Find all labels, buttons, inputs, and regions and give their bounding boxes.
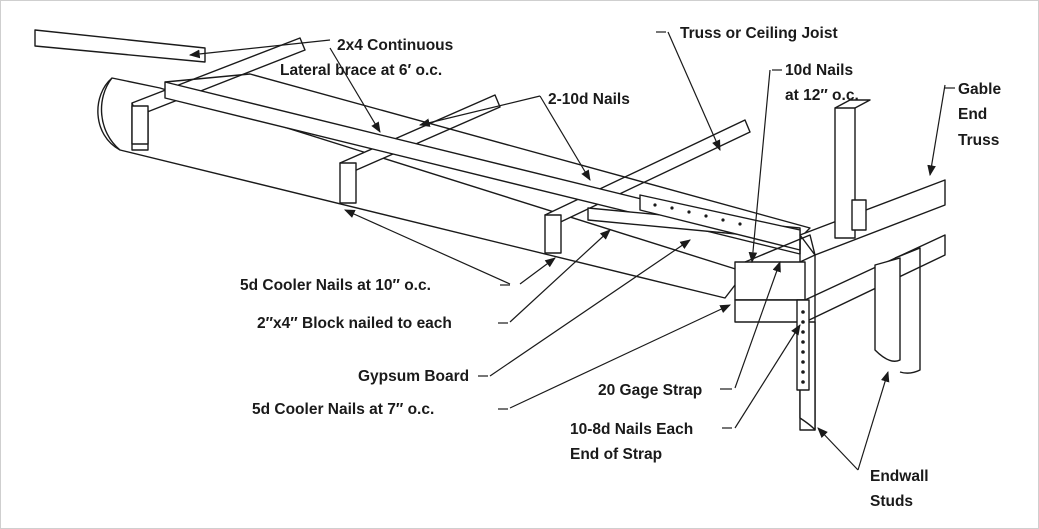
endwall-studs-label-1: Endwall bbox=[870, 468, 929, 485]
top-plate-end bbox=[734, 299, 806, 323]
nails-10d-label-1: 10d Nails bbox=[785, 62, 853, 79]
continuous-brace-label-1: 2x4 Continuous bbox=[337, 37, 453, 54]
joist-end-3 bbox=[544, 214, 562, 254]
gage-strap-label: 20 Gage Strap bbox=[598, 382, 702, 399]
gable-brace-plate bbox=[851, 199, 867, 231]
label-dashes bbox=[478, 31, 955, 429]
cooler-nails-10-label: 5d Cooler Nails at 10″ o.c. bbox=[240, 277, 431, 294]
joist-end-1 bbox=[131, 105, 149, 145]
joist-end-2 bbox=[339, 162, 357, 204]
truss-or-ceiling-joist-label: Truss or Ceiling Joist bbox=[680, 25, 838, 42]
gypsum-board-shape bbox=[97, 77, 746, 299]
gable-end-truss-label-3: Truss bbox=[958, 132, 999, 149]
continuous-brace-label-2: Lateral brace at 6′ o.c. bbox=[280, 62, 442, 79]
nails-2-10d-label: 2-10d Nails bbox=[548, 91, 630, 108]
leader-lines bbox=[188, 31, 946, 471]
gage-strap bbox=[796, 299, 810, 391]
block-nailed-label: 2″x4″ Block nailed to each bbox=[257, 315, 452, 332]
nails-8d-label-2: End of Strap bbox=[570, 446, 662, 463]
lower-chord-end bbox=[734, 261, 806, 301]
nails-10d-label-2: at 12″ o.c. bbox=[785, 87, 859, 104]
nails-8d-label-1: 10-8d Nails Each bbox=[570, 421, 693, 438]
gable-vertical bbox=[834, 107, 856, 239]
callout-labels: 2x4 Continuous Lateral brace at 6′ o.c. … bbox=[240, 25, 1001, 510]
gable-end-truss bbox=[734, 99, 946, 431]
endwall-studs-label-2: Studs bbox=[870, 493, 913, 510]
gable-end-truss-label-2: End bbox=[958, 106, 987, 123]
gable-end-truss-label-1: Gable bbox=[958, 81, 1001, 98]
cooler-nails-7-label: 5d Cooler Nails at 7″ o.c. bbox=[252, 401, 434, 418]
gypsum-board-label: Gypsum Board bbox=[358, 368, 469, 385]
nail-dots bbox=[653, 203, 805, 384]
